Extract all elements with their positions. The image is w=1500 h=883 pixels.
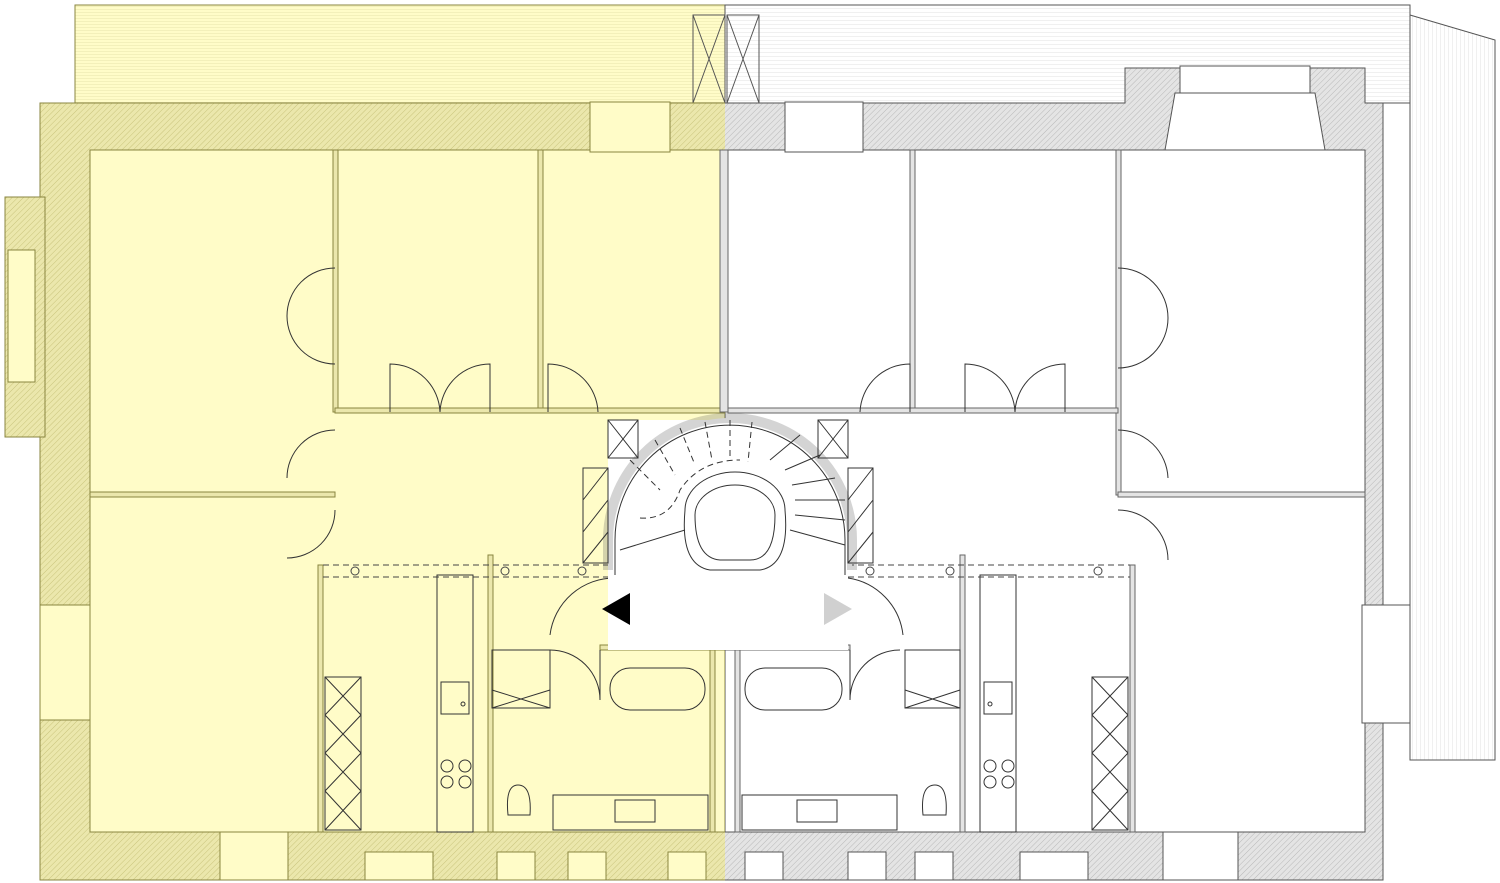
- beam-lines: [323, 564, 1130, 578]
- next-unit-button[interactable]: [820, 591, 854, 627]
- fixtures: [324, 574, 1129, 833]
- terrace: [74, 4, 1496, 761]
- triangle-left-icon: [602, 593, 630, 625]
- staircase: [582, 413, 874, 650]
- doors: [286, 267, 1169, 701]
- columns: [350, 566, 1103, 576]
- triangle-right-icon: [824, 593, 852, 625]
- windows: [7, 65, 1411, 881]
- previous-unit-button[interactable]: [600, 591, 634, 627]
